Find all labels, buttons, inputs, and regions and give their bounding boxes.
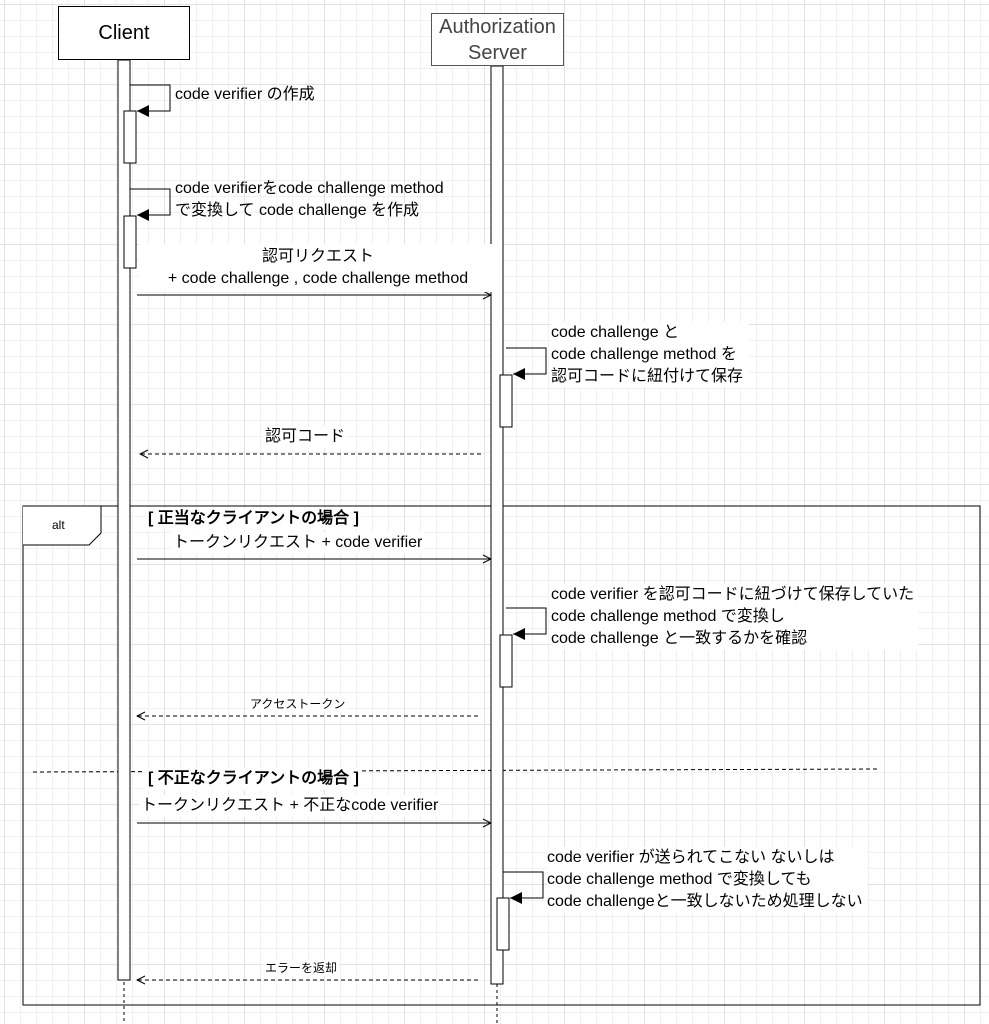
label-token-request-valid: トークンリクエスト + code verifier — [171, 532, 425, 554]
client-sub-activation-1 — [123, 110, 137, 164]
guard-valid-client: [ 正当なクライアントの場合 ] — [145, 508, 362, 530]
alt-fragment-tag: alt — [52, 518, 65, 532]
label-auth-request-line1: 認可リクエスト — [261, 248, 374, 265]
label-verifier-create: code verifier の作成 — [175, 86, 315, 103]
label-server-store: code challenge と code challenge method を… — [551, 322, 750, 388]
participant-authorization-server: Authorization Server — [431, 13, 564, 66]
server-sub-activation-1 — [499, 374, 513, 428]
self-call-arrowhead-1 — [137, 105, 149, 117]
participant-client: Client — [58, 6, 190, 60]
server-sub-activation-2 — [499, 634, 513, 688]
label-auth-request-line2: + code challenge , code challenge method — [167, 270, 469, 287]
alt-fragment-tag-box — [23, 505, 102, 546]
label-verify-line3: code challenge と一致するかを確認 — [551, 630, 808, 647]
label-verify: code verifier を認可コードに紐づけて保存していた code cha… — [551, 584, 919, 650]
label-server-store-line3: 認可コードに紐付けて保存 — [551, 368, 744, 385]
client-activation-bar — [117, 59, 131, 981]
self-call-arrowhead-5 — [510, 892, 522, 904]
guard-invalid-client: [ 不正なクライアントの場合 ] — [145, 768, 362, 790]
label-reject: code verifier が送られてこない ないしは code challen… — [547, 847, 867, 913]
self-call-arrow-verifier-transform — [130, 188, 171, 216]
label-auth-code: 認可コード — [263, 426, 348, 448]
label-auth-request: 認可リクエスト + code challenge , code challeng… — [139, 244, 497, 292]
server-sub-activation-3 — [496, 897, 510, 951]
participant-client-label: Client — [98, 22, 150, 44]
self-call-arrowhead-2 — [137, 209, 149, 221]
self-call-arrow-verify — [506, 607, 547, 635]
participant-server-label-line2: Server — [468, 41, 527, 64]
label-error-return: エラーを返却 — [263, 960, 340, 976]
self-call-arrow-verifier-create — [130, 84, 171, 112]
label-reject-line2: code challenge method で変換しても — [547, 871, 812, 888]
participant-server-label-line1: Authorization — [439, 15, 556, 38]
client-sub-activation-2 — [123, 215, 137, 269]
label-verify-line1: code verifier を認可コードに紐づけて保存していた — [551, 586, 915, 603]
self-call-arrowhead-4 — [513, 628, 525, 640]
self-call-arrow-reject — [503, 871, 544, 899]
label-verify-line2: code challenge method で変換し — [551, 608, 785, 625]
self-call-arrowhead-3 — [513, 368, 525, 380]
label-reject-line3: code challengeと一致しないため処理しない — [547, 893, 863, 910]
self-call-arrow-server-store — [506, 347, 547, 375]
server-activation-bar — [490, 65, 504, 985]
label-reject-line1: code verifier が送られてこない ないしは — [547, 849, 835, 866]
label-token-request-invalid: トークンリクエスト + 不正なcode verifier — [139, 795, 441, 817]
label-verifier-transform-line1: code verifierをcode challenge method — [175, 180, 444, 197]
label-server-store-line1: code challenge と — [551, 324, 680, 341]
label-access-token: アクセストークン — [248, 696, 348, 712]
label-server-store-line2: code challenge method を — [551, 346, 737, 363]
label-verifier-transform-line2: で変換して code challenge を作成 — [175, 202, 420, 219]
